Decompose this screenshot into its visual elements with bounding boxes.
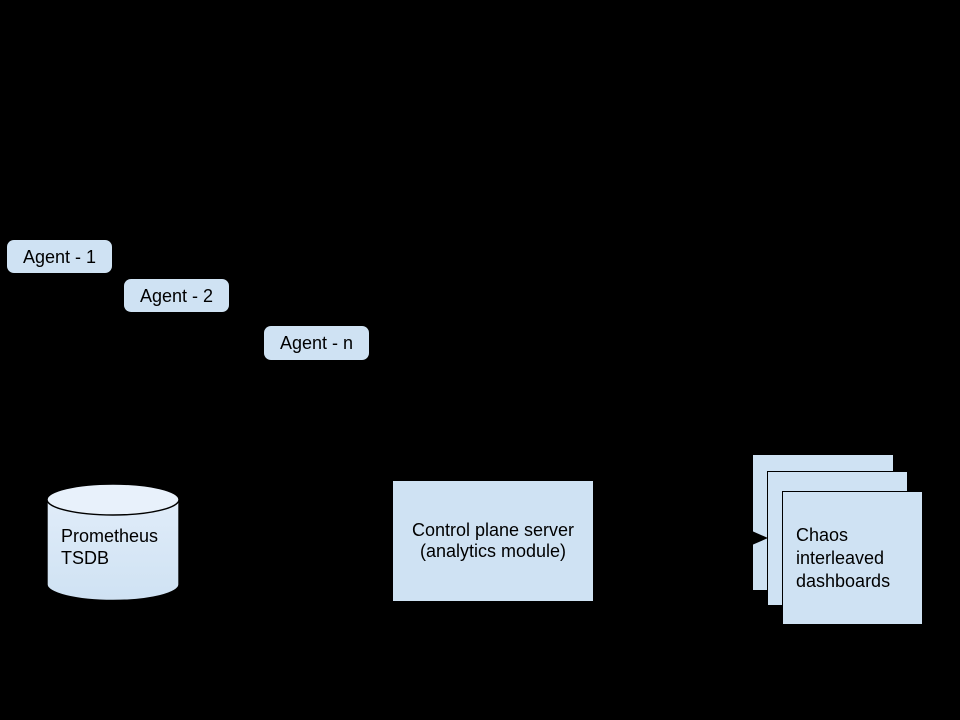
arrow-right-icon — [752, 531, 768, 545]
agent-n-node: Agent - n — [264, 326, 369, 360]
control-plane-label-line-2: (analytics module) — [419, 541, 567, 561]
agent-1-node: Agent - 1 — [7, 240, 112, 273]
tsdb-label-line-1: Prometheus — [61, 526, 159, 546]
dashboards-label-line-1: Chaos — [796, 524, 849, 545]
control-plane-label-line-1: Control plane server — [411, 520, 575, 540]
agent-n-label: Agent - n — [279, 333, 354, 353]
connector-line — [593, 538, 753, 540]
agent-2-node: Agent - 2 — [124, 279, 229, 312]
tsdb-label-line-2: TSDB — [61, 548, 110, 568]
cylinder-shape — [46, 483, 180, 602]
dashboards-label-line-3: dashboards — [796, 570, 891, 591]
agent-2-label: Agent - 2 — [139, 285, 214, 306]
prometheus-tsdb-label: Prometheus TSDB — [61, 525, 158, 569]
dashboard-card-front: Chaos interleaved dashboards — [782, 491, 923, 625]
agent-1-label: Agent - 1 — [22, 246, 97, 267]
control-plane-server-node: Control plane server (analytics module) — [393, 481, 593, 601]
dashboards-label-line-2: interleaved — [796, 547, 885, 568]
prometheus-tsdb-node: Prometheus TSDB — [46, 483, 180, 603]
